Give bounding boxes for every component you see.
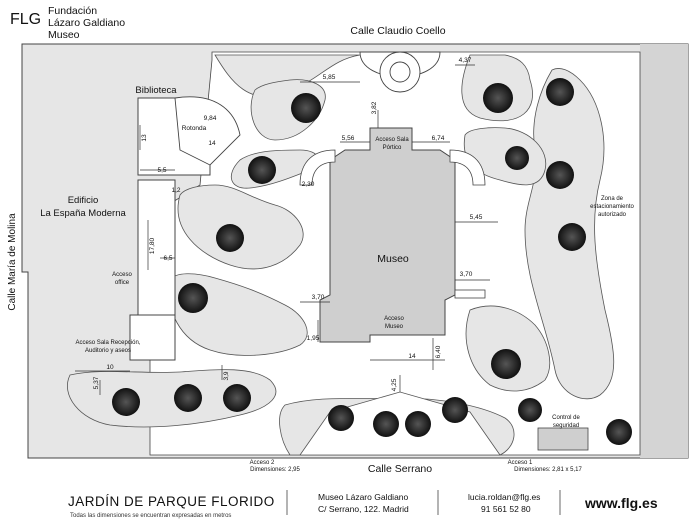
rotonda-label: Rotonda [182, 125, 207, 132]
dimension-labels: 5,85 4,37 3,82 9,84 13 14 5,56 6,74 5,5 … [93, 57, 483, 391]
zona-label-1: Zona de [601, 196, 624, 202]
dim-label: 5,37 [93, 376, 100, 389]
footer-subtitle: Todas las dimensiones se encuentran expr… [70, 513, 231, 519]
dim-label: 3,70 [460, 271, 473, 278]
museum-building [319, 127, 456, 343]
dim-label: 1,95 [307, 335, 320, 342]
acceso-office-label-1: Acceso [112, 272, 132, 278]
tree [291, 93, 321, 123]
dim-label: 3,9 [223, 371, 230, 380]
dim-label: 6,74 [432, 135, 445, 142]
edificio-annex [137, 179, 176, 316]
museum-stair-west [299, 149, 336, 186]
dimension-lines [75, 64, 498, 395]
edificio-label-2: La España Moderna [40, 208, 126, 219]
tree [442, 397, 468, 423]
east-strip [640, 44, 688, 458]
footer-website[interactable]: www.flg.es [584, 495, 658, 511]
dim-label: 4,25 [391, 378, 398, 391]
tree [505, 146, 529, 170]
tree [405, 411, 431, 437]
dim-label: 13 [141, 134, 148, 142]
rotonda-wing [174, 96, 241, 166]
dim-label: 5,5 [157, 167, 166, 174]
tree [518, 398, 542, 422]
flg-logo: FLG Fundación Lázaro Galdiano Museo [10, 5, 125, 41]
tree [606, 419, 632, 445]
footer: JARDÍN DE PARQUE FLORIDO Todas las dimen… [68, 490, 658, 519]
logo-line-1: Fundación [48, 5, 97, 17]
biblioteca-label: Biblioteca [135, 85, 177, 96]
footer-title: JARDÍN DE PARQUE FLORIDO [68, 494, 275, 509]
logo-line-3: Museo [48, 29, 80, 41]
dim-label: 3,82 [371, 101, 378, 114]
acceso1-label-2: Dimensiones: 2,81 x 5,17 [514, 467, 582, 473]
acceso1-label-1: Acceso 1 [508, 460, 533, 466]
footer-phone: 91 561 52 80 [481, 504, 531, 514]
control-label-2: seguridad [553, 423, 579, 429]
recepcion-annex [129, 314, 176, 361]
dim-label: 5,56 [342, 135, 355, 142]
acceso-museo-label-1: Acceso [384, 316, 404, 322]
acceso-museo-label-2: Museo [385, 324, 404, 330]
dim-label: 6,40 [435, 345, 442, 358]
acceso-recepcion-label-2: Auditorio y aseos [85, 348, 131, 354]
tree [328, 405, 354, 431]
tree [223, 384, 251, 412]
acceso2-label-1: Acceso 2 [250, 460, 275, 466]
dim-label: 5,85 [323, 74, 336, 81]
museum-east-step [454, 289, 486, 299]
dim-label: 9,84 [204, 115, 217, 122]
tree [373, 411, 399, 437]
security-booth [537, 427, 589, 451]
lawn-west-mid [177, 184, 304, 270]
tree [483, 83, 513, 113]
acceso-sala-portico-label-1: Acceso Sala [375, 137, 409, 143]
dim-label: 3,70 [312, 294, 325, 301]
acceso-sala-portico-label-2: Pórtico [383, 145, 402, 151]
tree [546, 78, 574, 106]
edificio-label-1: Edificio [68, 195, 99, 206]
footer-address-1: Museo Lázaro Galdiano [318, 492, 409, 502]
dim-label: 14 [208, 140, 216, 147]
dim-label: 17,80 [149, 237, 156, 254]
tree [248, 156, 276, 184]
control-label-1: Control de [552, 415, 580, 421]
acceso2-label-2: Dimensiones: 2,95 [250, 467, 300, 473]
museum-stair-east [449, 149, 486, 186]
tree [546, 161, 574, 189]
dim-label: 14 [408, 353, 416, 360]
dim-label: 6,5 [163, 255, 172, 262]
dim-label: 5,45 [470, 214, 483, 221]
tree [491, 349, 521, 379]
footer-email[interactable]: lucia.roldan@flg.es [468, 492, 540, 502]
logo-line-2: Lázaro Galdiano [48, 17, 125, 29]
zona-label-2: estacionamiento [590, 204, 634, 210]
acceso-office-label-2: office [115, 280, 130, 286]
tree [216, 224, 244, 252]
dim-label: 2,30 [302, 181, 315, 188]
fountain-center [389, 61, 411, 83]
tree [558, 223, 586, 251]
trees [112, 78, 632, 445]
lawn-south-east [465, 305, 551, 392]
dim-label: 4,37 [459, 57, 472, 64]
tree [112, 388, 140, 416]
dim-label: 1,2 [171, 187, 180, 194]
logo-mark: FLG [10, 11, 41, 28]
zona-label-3: autorizado [598, 212, 627, 218]
site-labels: Acceso office Acceso Sala Pórtico Acceso… [75, 137, 634, 473]
tree [174, 384, 202, 412]
street-south-label: Calle Serrano [368, 463, 432, 475]
acceso-recepcion-label-1: Acceso Sala Recepción, [75, 340, 140, 346]
street-west-label: Calle María de Molina [7, 213, 18, 311]
footer-address-2: C/ Serrano, 122. Madrid [318, 504, 409, 514]
museo-label: Museo [377, 253, 409, 265]
tree [178, 283, 208, 313]
dim-label: 10 [106, 364, 114, 371]
street-north-label: Calle Claudio Coello [350, 25, 445, 37]
